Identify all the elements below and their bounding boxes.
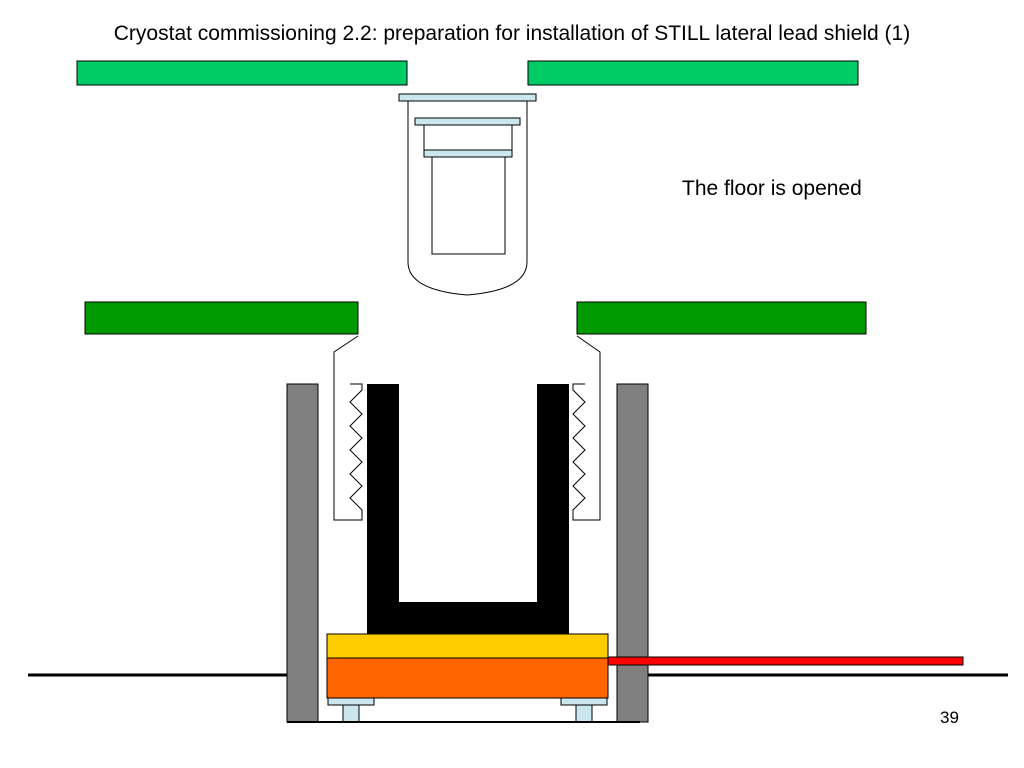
right-side-wall (616, 383, 649, 723)
page-number: 39 (940, 708, 959, 727)
slide-title: Cryostat commissioning 2.2: preparation … (113, 22, 911, 45)
lower-flange-plate (423, 149, 513, 158)
yellow-support-block (326, 633, 609, 659)
floor-opened-annotation: The floor is opened (682, 177, 862, 200)
lower-floor-right-panel (576, 301, 867, 335)
cryostat-vessel-outline (407, 101, 528, 296)
upper-floor-right-panel (527, 60, 859, 86)
right-foot-plate (560, 697, 608, 706)
orange-support-block (326, 657, 609, 699)
red-feed-pipe (607, 656, 964, 666)
right-foot-post (575, 704, 593, 723)
left-bellows-shield (333, 335, 363, 521)
top-flange-plate (398, 93, 537, 102)
left-foot-plate (327, 697, 375, 706)
upper-floor-left-panel (76, 60, 408, 86)
middle-flange-plate (414, 117, 521, 126)
inner-insert (431, 156, 506, 255)
right-bellows-shield (572, 335, 601, 521)
lower-floor-left-panel (84, 301, 359, 335)
left-foot-post (342, 704, 360, 723)
left-side-wall (286, 383, 319, 723)
black-u-lead-shield (367, 384, 569, 634)
